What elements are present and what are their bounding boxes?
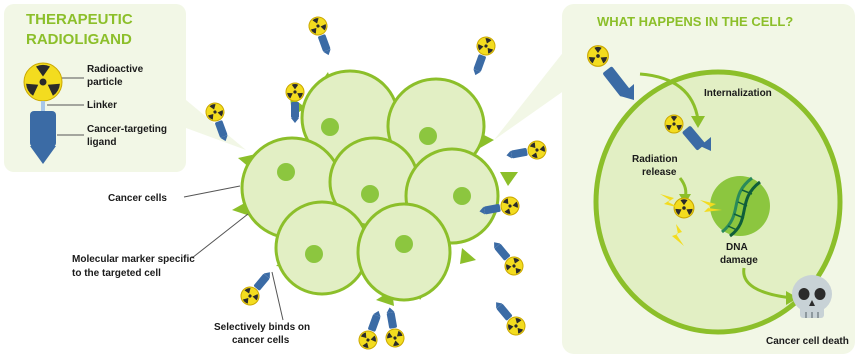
radiation-trefoil-icon <box>665 115 683 133</box>
ligand-label-line2: ligand <box>87 137 116 148</box>
ligand-label-line1: Cancer-targeting <box>87 124 167 135</box>
particle-label-line1: Radioactive <box>87 64 144 75</box>
linker-bar <box>41 101 45 111</box>
binds-label-line2: cancer cells <box>232 335 290 346</box>
marker-label-line1: Molecular marker specific <box>72 254 195 265</box>
linker-label: Linker <box>87 100 117 111</box>
radiation-trefoil-icon <box>588 46 609 67</box>
left-title-line1: THERAPEUTIC <box>26 11 133 28</box>
right-panel-callout-pointer <box>494 50 565 140</box>
cancer-cells-leader-line <box>184 186 240 197</box>
particle-label-line2: particle <box>87 77 123 88</box>
radiation-trefoil-icon <box>674 198 694 218</box>
radioactive-particle-icon <box>24 63 62 101</box>
dna-label-line2: damage <box>720 255 758 266</box>
cell-death-label: Cancer cell death <box>766 336 849 347</box>
radiation-label-line2: release <box>642 167 677 178</box>
radiation-label-line1: Radiation <box>632 154 678 165</box>
cancer-cells-label: Cancer cells <box>108 193 167 204</box>
cancer-cell <box>276 202 368 294</box>
therapeutic-radioligand-panel: THERAPEUTIC RADIOLIGAND Radioactive part… <box>4 4 246 172</box>
marker-label-line2: to the targeted cell <box>72 268 161 279</box>
left-title-line2: RADIOLIGAND <box>26 31 132 48</box>
binds-leader-line <box>272 272 283 320</box>
marker-leader-line <box>192 214 248 258</box>
internalization-label: Internalization <box>704 88 772 99</box>
dna-label-line1: DNA <box>726 242 748 253</box>
what-happens-panel: WHAT HAPPENS IN THE CELL? Internalizatio… <box>494 4 855 354</box>
binds-label-line1: Selectively binds on <box>214 322 310 333</box>
right-title: WHAT HAPPENS IN THE CELL? <box>597 14 793 29</box>
